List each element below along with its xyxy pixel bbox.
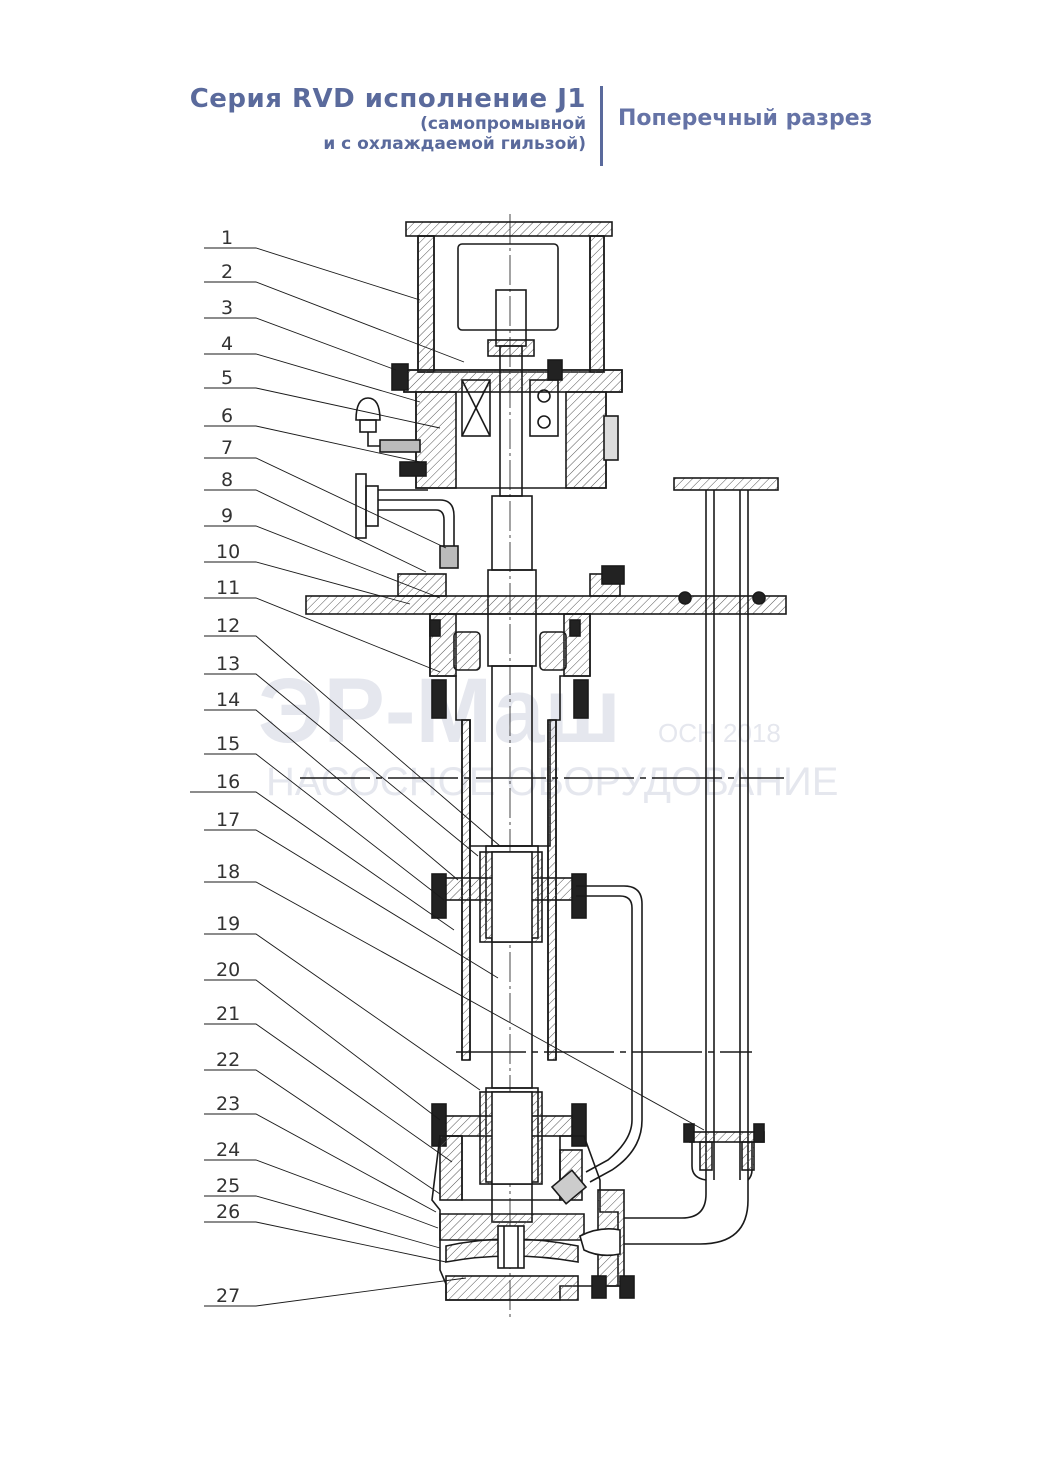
part-labels: 1 2 3 4 5 6 7 8 9 10 11 12 13 14 15 16 1… <box>216 227 240 1307</box>
part-label-17: 17 <box>216 809 240 831</box>
part-label-9: 9 <box>221 505 233 527</box>
part-label-14: 14 <box>216 689 240 711</box>
part-label-13: 13 <box>216 653 240 675</box>
part-label-18: 18 <box>216 861 240 883</box>
part-label-23: 23 <box>216 1093 240 1115</box>
pump-casing <box>431 1135 635 1301</box>
part-label-19: 19 <box>216 913 240 935</box>
leader-lines <box>190 247 705 1307</box>
part-label-26: 26 <box>216 1201 240 1223</box>
oil-cup-assembly <box>355 397 459 569</box>
part-label-6: 6 <box>221 405 233 427</box>
part-label-3: 3 <box>221 297 233 319</box>
watermark-year: ОСН 2018 <box>658 718 781 748</box>
header-title-block: Серия RVD исполнение J1 (самопромывной и… <box>190 84 586 154</box>
part-label-15: 15 <box>216 733 240 755</box>
flush-pipe <box>576 885 643 1183</box>
part-label-27: 27 <box>216 1285 240 1307</box>
part-label-1: 1 <box>221 227 233 249</box>
part-label-22: 22 <box>216 1049 240 1071</box>
middle-flange <box>431 851 587 943</box>
part-label-4: 4 <box>221 333 233 355</box>
title-line-3: и с охлаждаемой гильзой) <box>323 134 586 154</box>
title-line-1: Серия RVD исполнение J1 <box>189 84 586 114</box>
part-label-25: 25 <box>216 1175 240 1197</box>
part-label-24: 24 <box>216 1139 240 1161</box>
shaft-top <box>487 289 535 497</box>
part-label-8: 8 <box>221 469 233 491</box>
part-label-10: 10 <box>216 541 240 563</box>
title-line-2: (самопромывной <box>420 114 586 134</box>
section-title: Поперечный разрез <box>618 106 873 131</box>
motor-bracket <box>405 221 613 373</box>
part-label-21: 21 <box>216 1003 240 1025</box>
part-label-7: 7 <box>221 437 233 459</box>
discharge-pipe <box>624 477 779 1245</box>
header-divider <box>600 86 603 166</box>
part-label-12: 12 <box>216 615 240 637</box>
part-label-20: 20 <box>216 959 240 981</box>
part-label-5: 5 <box>221 367 233 389</box>
part-label-11: 11 <box>216 577 240 599</box>
part-label-16: 16 <box>216 771 240 793</box>
part-label-2: 2 <box>221 261 233 283</box>
